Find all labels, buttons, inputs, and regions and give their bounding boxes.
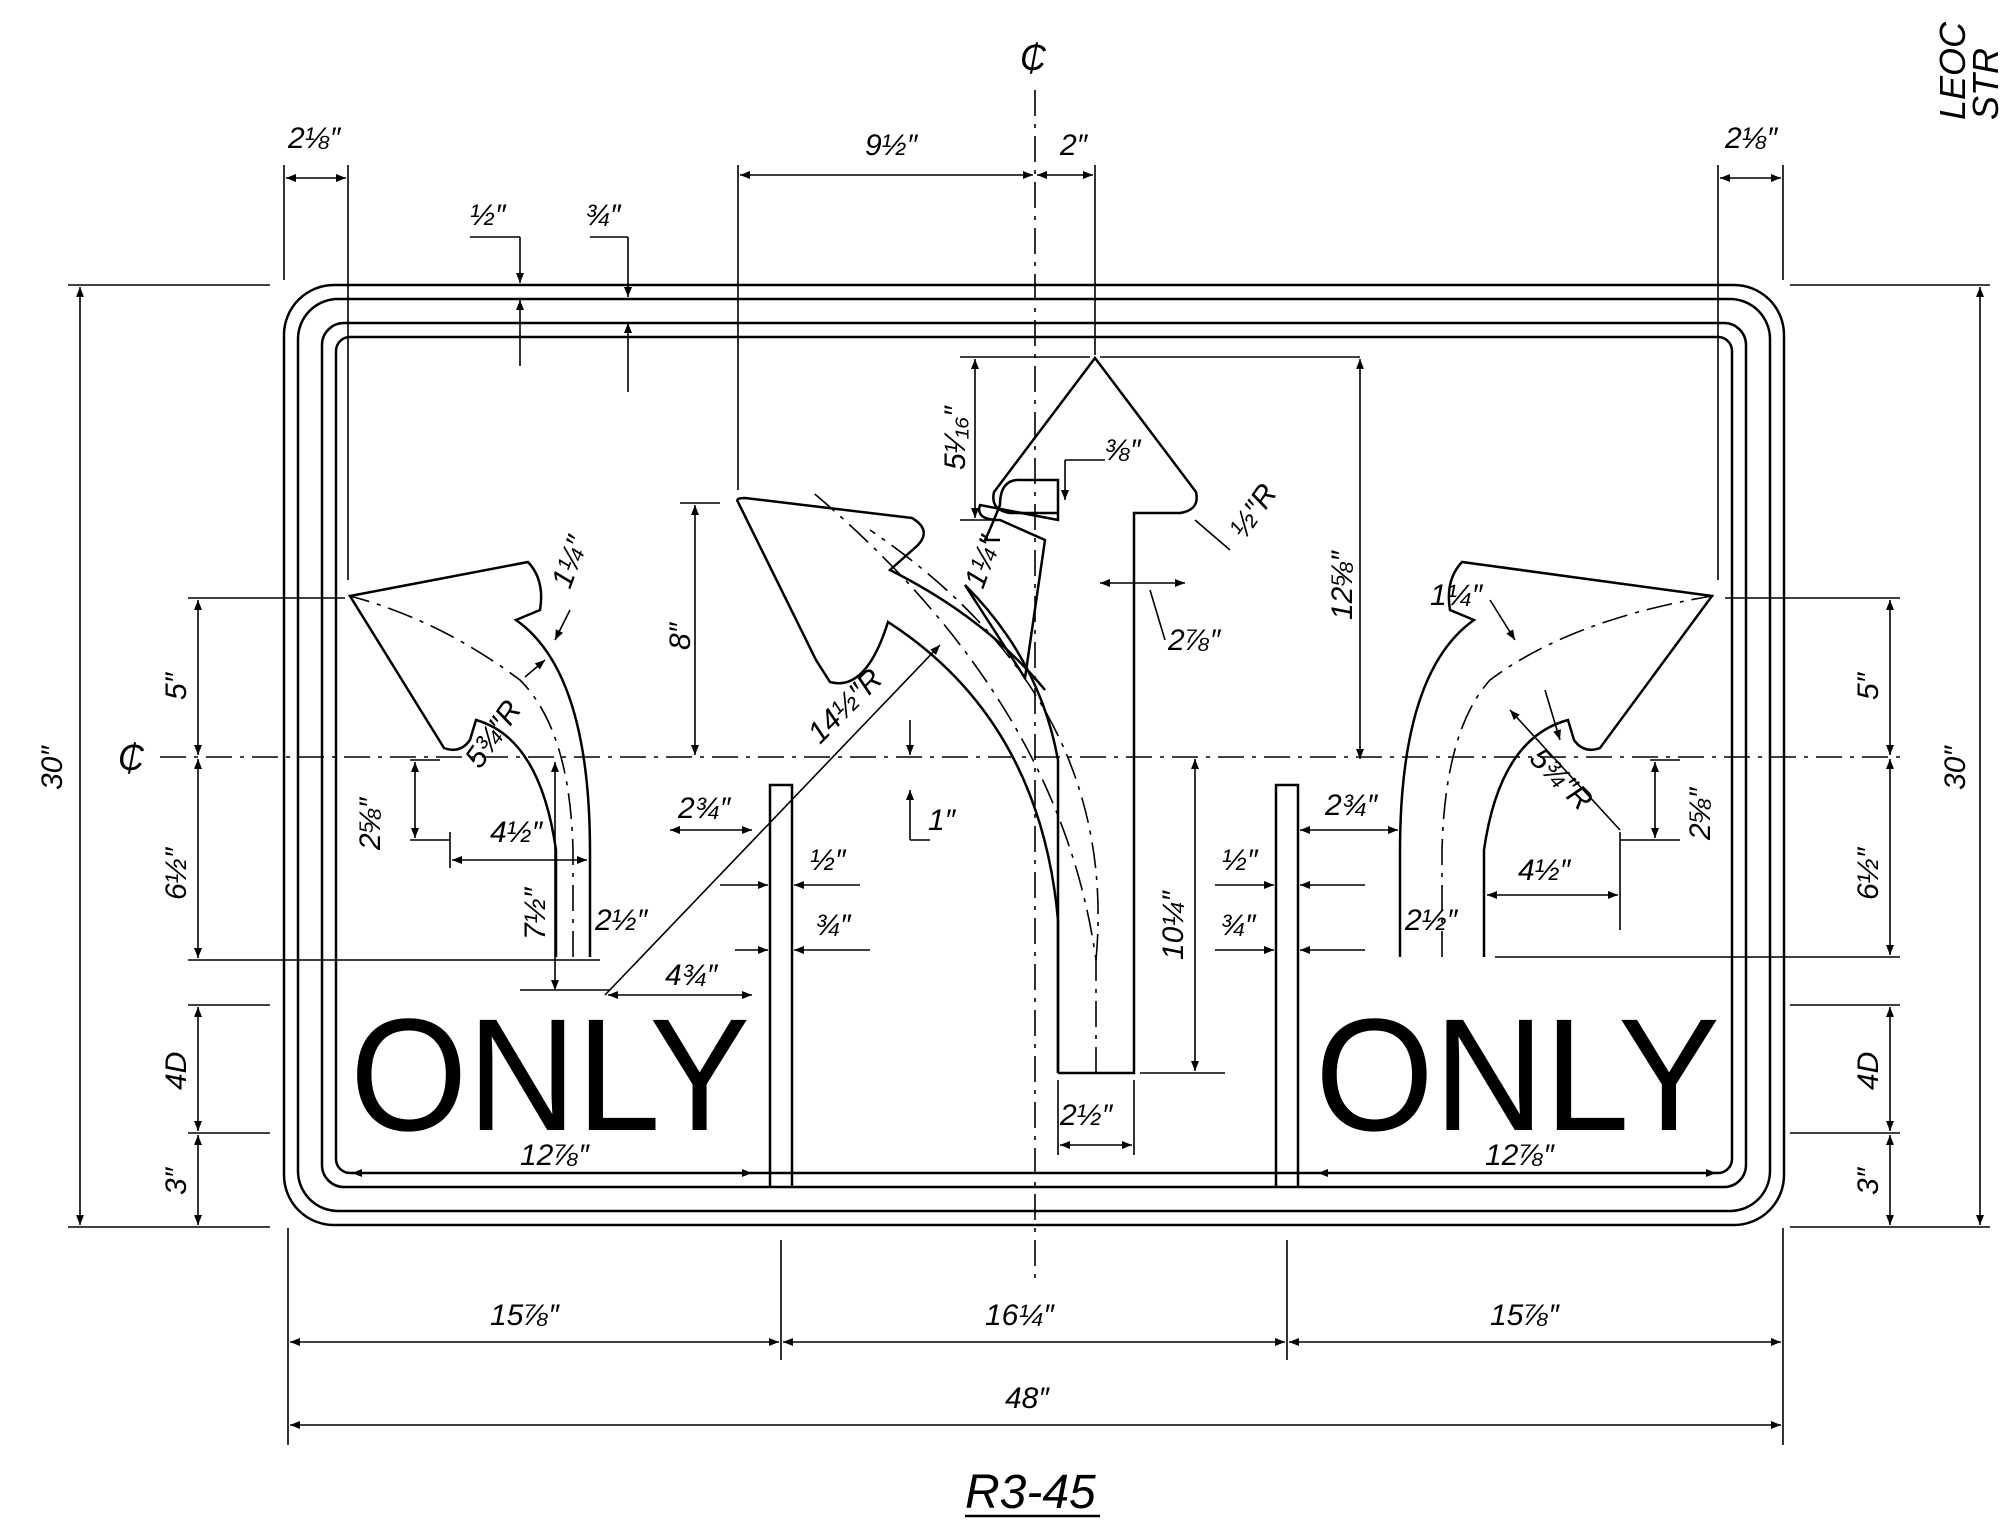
dim-right-5: 5″: [1852, 671, 1885, 700]
dim-left-legend: 12⅞″: [520, 1139, 590, 1172]
dim-right-panel: 15⅞″: [1490, 1299, 1560, 1332]
right-curved-arrow: [1398, 560, 1715, 957]
dim-center-panel: 16¼″: [985, 1299, 1055, 1332]
dim-tip-radius: ½″R: [1224, 478, 1284, 544]
dim-left-margin: 2⅛″: [287, 122, 342, 155]
dim-right-3: 3″: [1852, 1166, 1885, 1195]
dim-right-radius: 5¾″R: [1523, 742, 1599, 818]
dim-left-4d: 4D: [160, 1052, 193, 1090]
dim-left-23-4: 2¾″: [677, 792, 732, 825]
dim-overall-width: 48″: [1005, 1382, 1050, 1415]
dim-shaft-half: 2″: [1059, 129, 1089, 162]
dim-center-curve-height: 8″: [664, 621, 697, 650]
dim-right-34: ¾″: [1220, 909, 1257, 942]
sign-border: [282, 283, 1786, 1227]
dim-right-shaft: 2½″: [1404, 904, 1459, 937]
dim-left-5: 5″: [160, 671, 193, 700]
bottom-dimensions: 15⅞″ 16¼″ 15⅞″ 48″: [287, 1228, 1784, 1445]
right-dimensions: 30″ 5″ 6½″ 4D 3″: [1495, 284, 1990, 1228]
dim-curve-head-left: 1¼″: [546, 531, 595, 593]
dim-center-radius: 14½″R: [802, 662, 889, 749]
dim-right-margin: 2⅛″: [1724, 122, 1779, 155]
dim-right-41-2: 4½″: [1518, 854, 1572, 887]
legend-left: ONLY: [350, 985, 750, 1164]
legend-right: ONLY: [1315, 985, 1720, 1164]
dim-left-6half: 6½″: [160, 846, 193, 900]
centerlines: ₵ ₵: [118, 37, 1900, 1280]
dim-straight-total: 12⅝″: [1326, 550, 1359, 620]
left-curved-arrow: [347, 560, 592, 957]
dim-lower-straight: 10¼″: [1157, 890, 1190, 960]
dim-head-height: 5¹⁄₁₆″: [939, 405, 972, 470]
sign-code-title: R3-45: [965, 1466, 1096, 1519]
center-combo-arrow: [736, 355, 1198, 1075]
dim-stub-width: 2⅞″: [1167, 624, 1222, 657]
dim-left-25-8: 2⅝″: [354, 796, 387, 851]
dim-left-43-4: 4¾″: [665, 959, 719, 992]
panel-separators: [768, 783, 1300, 1187]
side-note-2: STR: [1965, 48, 2005, 120]
dim-left-panel: 15⅞″: [490, 1299, 560, 1332]
top-dimensions: 2⅛″ 2⅛″ ½″ ¾″ 9½″ 2″: [283, 122, 1784, 580]
dim-border-width: ¾″: [585, 199, 622, 232]
dim-right-half: ½″: [1222, 844, 1259, 877]
dim-right-25-8: 2⅝″: [1684, 786, 1717, 841]
dim-left-radius: 5¾″R: [459, 694, 528, 774]
dim-right-4d: 4D: [1852, 1052, 1885, 1090]
left-panel-dimensions: 1¼″ 5¾″R 2⅝″ 4½″ 7½″ 2½″ 2¾″ ½″ ¾″ 4¾″ 1…: [352, 531, 870, 1177]
dim-left-shaft: 2½″: [594, 904, 649, 937]
dim-straight-offset: 9½″: [865, 129, 919, 162]
dim-left-41-2: 4½″: [490, 816, 544, 849]
centerline-symbol-top: ₵: [1020, 37, 1047, 78]
side-note-1: LEOC: [1932, 21, 1973, 120]
dim-left-71-2: 7½″: [519, 886, 552, 940]
dim-height-right: 30″: [1939, 745, 1972, 790]
dim-gap-1: 1″: [928, 804, 957, 837]
dim-left-3: 3″: [160, 1166, 193, 1195]
right-panel-dimensions: 1¼″ 5¾″R 2⅝″ 4½″ 2½″ 2¾″ ½″ ¾″ 12⅞″: [1215, 579, 1717, 1177]
left-dimensions: 30″ 5″ 6½″ 4D 3″: [36, 284, 600, 1228]
dim-left-half: ½″: [810, 844, 847, 877]
dim-right-6half: 6½″: [1852, 846, 1885, 900]
dim-height-left: 30″: [36, 745, 69, 790]
dim-notch: ⅜″: [1105, 434, 1142, 467]
dim-border-inset: ½″: [470, 199, 507, 232]
dim-curve-head-right: 1¼″: [1430, 579, 1484, 612]
dim-center-shaft: 2½″: [1059, 1099, 1114, 1132]
dim-curve-head-center: 1¼″: [959, 531, 1008, 593]
centerline-symbol-left: ₵: [118, 737, 145, 778]
dim-right-23-4: 2¾″: [1324, 789, 1379, 822]
dim-left-34: ¾″: [815, 909, 852, 942]
dim-right-legend: 12⅞″: [1485, 1139, 1555, 1172]
